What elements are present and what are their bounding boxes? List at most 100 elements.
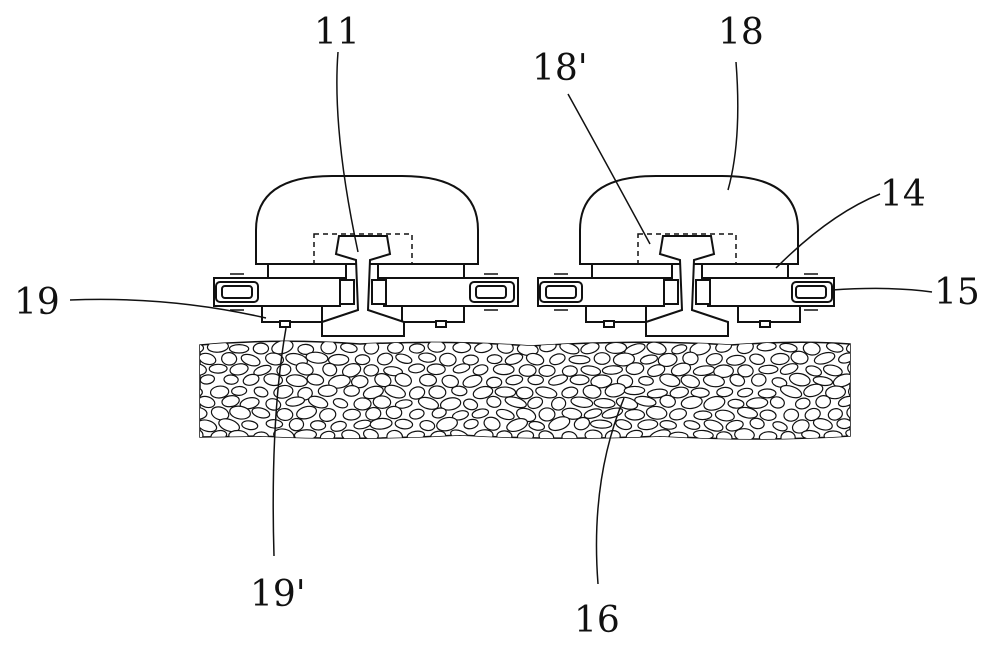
ballast-stone [474,429,494,443]
leader-lines [70,52,932,584]
ballast-stone [221,352,237,366]
ballast-stone [496,339,515,354]
right-joint-block-right [696,280,710,304]
ballast-stone [230,345,249,353]
ballast-stone [463,418,479,430]
ballast-stone [310,420,325,430]
ballast-stone [462,397,479,411]
ballast-stone [451,385,467,396]
ballast-stone [353,419,371,430]
ballast-stone [783,408,799,421]
ballast-stone [224,375,239,385]
ballast-stone [624,386,645,395]
ballast-stone [386,430,403,444]
ballast-stone [594,398,615,409]
ballast-stone [253,343,268,354]
ballast-stone [845,428,865,441]
ballast-stone [209,364,227,373]
ballast-stone [845,340,863,354]
ballast-stone [228,430,248,442]
ballast-stone [355,355,370,365]
leader-18 [728,62,738,190]
label-11: 11 [314,12,360,53]
right-clamp-body-right [702,264,788,278]
ballast-stone [266,419,283,429]
right-clamp-body-left [592,264,672,278]
ballast-stone [716,431,732,444]
ballast-stone [187,387,202,397]
ballast-stone [714,339,733,354]
ballast-stone [694,411,712,420]
right-bolt-left [604,321,614,327]
ballast-stone [746,397,768,409]
ballast-stone [332,397,348,409]
ballast-stone [646,405,668,420]
ballast-stone [419,374,436,386]
ballast-stone [846,405,863,420]
ballast-stone [770,353,789,366]
ballast-stones [184,338,865,445]
ballast-stone [487,355,502,364]
ballast-stone [637,419,658,431]
ballast-stone [354,398,371,411]
ballast-stone [409,408,425,420]
ballast-stone [660,420,677,430]
ballast-stone [772,420,789,433]
ballast-stone [319,430,336,443]
ballast-stone [594,353,610,365]
left-base-plate-right [402,306,464,322]
ballast-stone [726,354,746,366]
right-joint-block-left [664,280,678,304]
ballast-stone [418,352,436,363]
right-bolt-right [760,321,770,327]
ballast-stone [439,353,456,367]
ballast-stone [683,419,700,430]
ballast-stone [289,418,305,432]
ballast-stone [395,418,413,429]
ballast-stone [570,375,589,385]
ballast-stone [519,365,536,377]
ballast-stone [528,375,543,384]
ballast-stone [505,374,523,386]
label-19-prime: 19' [250,574,306,615]
ballast-stone [453,342,471,353]
ballast-bed [184,338,865,445]
ballast-stone [788,372,811,388]
ballast-stone [716,387,733,398]
ballast-stone [590,420,612,429]
ballast-stone [625,409,645,420]
ballast-stone [387,342,404,354]
right-base-plate-right [738,306,800,322]
ballast-stone [231,386,247,396]
left-joint-block-left [340,280,354,304]
ballast-stone [452,362,470,374]
ballast-stone [241,420,258,431]
label-16: 16 [574,600,620,641]
ballast-stone [640,354,659,366]
ballast-stone [341,429,361,443]
ballast-stone [427,364,445,375]
ballast-stone [580,365,601,377]
ballast-stone [837,351,855,365]
ballast-stone [528,420,545,431]
ballast-stone [318,407,336,423]
left-clamp-body-right [378,264,464,278]
ballast-stone [781,431,795,443]
ballast-stone [749,353,766,366]
left-bolt-right [436,321,446,327]
left-bolt-left [280,321,290,327]
label-15: 15 [934,272,980,313]
left-joint-block-right [372,280,386,304]
ballast-stone [184,363,207,377]
ballast-stone [728,399,744,409]
right-rail-assembly [538,176,834,336]
ballast-stone [585,430,603,442]
ballast-stone [805,364,823,378]
ballast-stone [638,376,653,386]
ballast-stone [602,365,623,375]
ballast-stone [376,352,393,367]
ballast-stone [561,430,578,444]
ballast-stone [669,432,688,441]
ballast-stone [615,418,633,431]
ballast-stone [321,341,337,355]
